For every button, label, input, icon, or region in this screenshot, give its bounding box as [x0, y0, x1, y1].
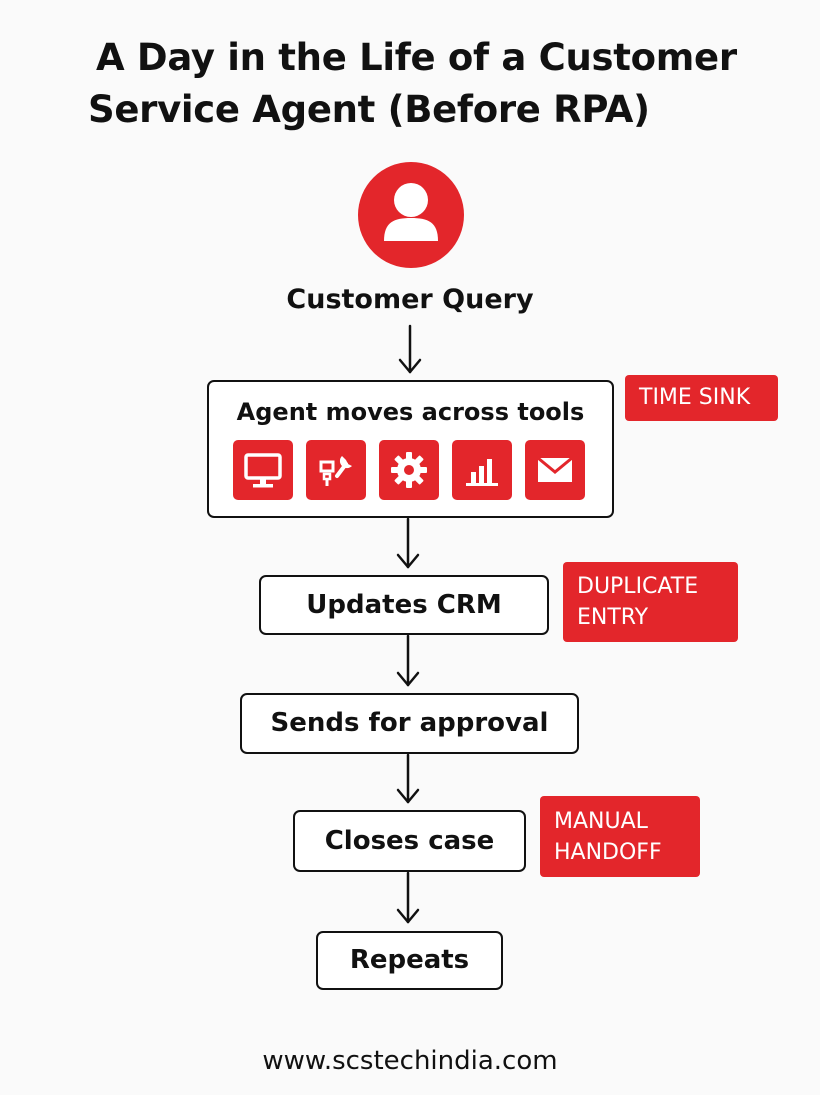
step-sends-approval: Sends for approval: [240, 693, 579, 754]
tag-manual-line-2: HANDOFF: [554, 840, 662, 865]
step-updates-crm: Updates CRM: [259, 575, 549, 635]
step-customer-query: Customer Query: [286, 284, 534, 315]
tag-manual-line-1: MANUAL: [554, 809, 648, 834]
envelope-icon: [525, 440, 585, 500]
title-line-1: A Day in the Life of a Customer: [96, 36, 737, 79]
step-agent-tools: Agent moves across tools: [207, 380, 614, 518]
step-closes-case: Closes case: [293, 810, 526, 872]
tag-duplicate-line-2: ENTRY: [577, 605, 649, 630]
page-title: A Day in the Life of a Customer Service …: [88, 32, 788, 136]
step-agent-tools-label: Agent moves across tools: [236, 398, 585, 426]
gear-icon: [379, 440, 439, 500]
tools-icon: [306, 440, 366, 500]
title-line-2: Service Agent (Before RPA): [88, 88, 650, 131]
footer-url: www.scstechindia.com: [262, 1046, 558, 1076]
step-repeats: Repeats: [316, 931, 503, 990]
bar-chart-icon: [452, 440, 512, 500]
tag-time-sink: TIME SINK: [625, 375, 778, 421]
tag-duplicate-line-1: DUPLICATE: [577, 574, 699, 599]
tag-manual-handoff: MANUAL HANDOFF: [540, 796, 700, 877]
monitor-icon: [233, 440, 293, 500]
user-icon: [358, 162, 464, 268]
tag-duplicate-entry: DUPLICATE ENTRY: [563, 562, 738, 642]
